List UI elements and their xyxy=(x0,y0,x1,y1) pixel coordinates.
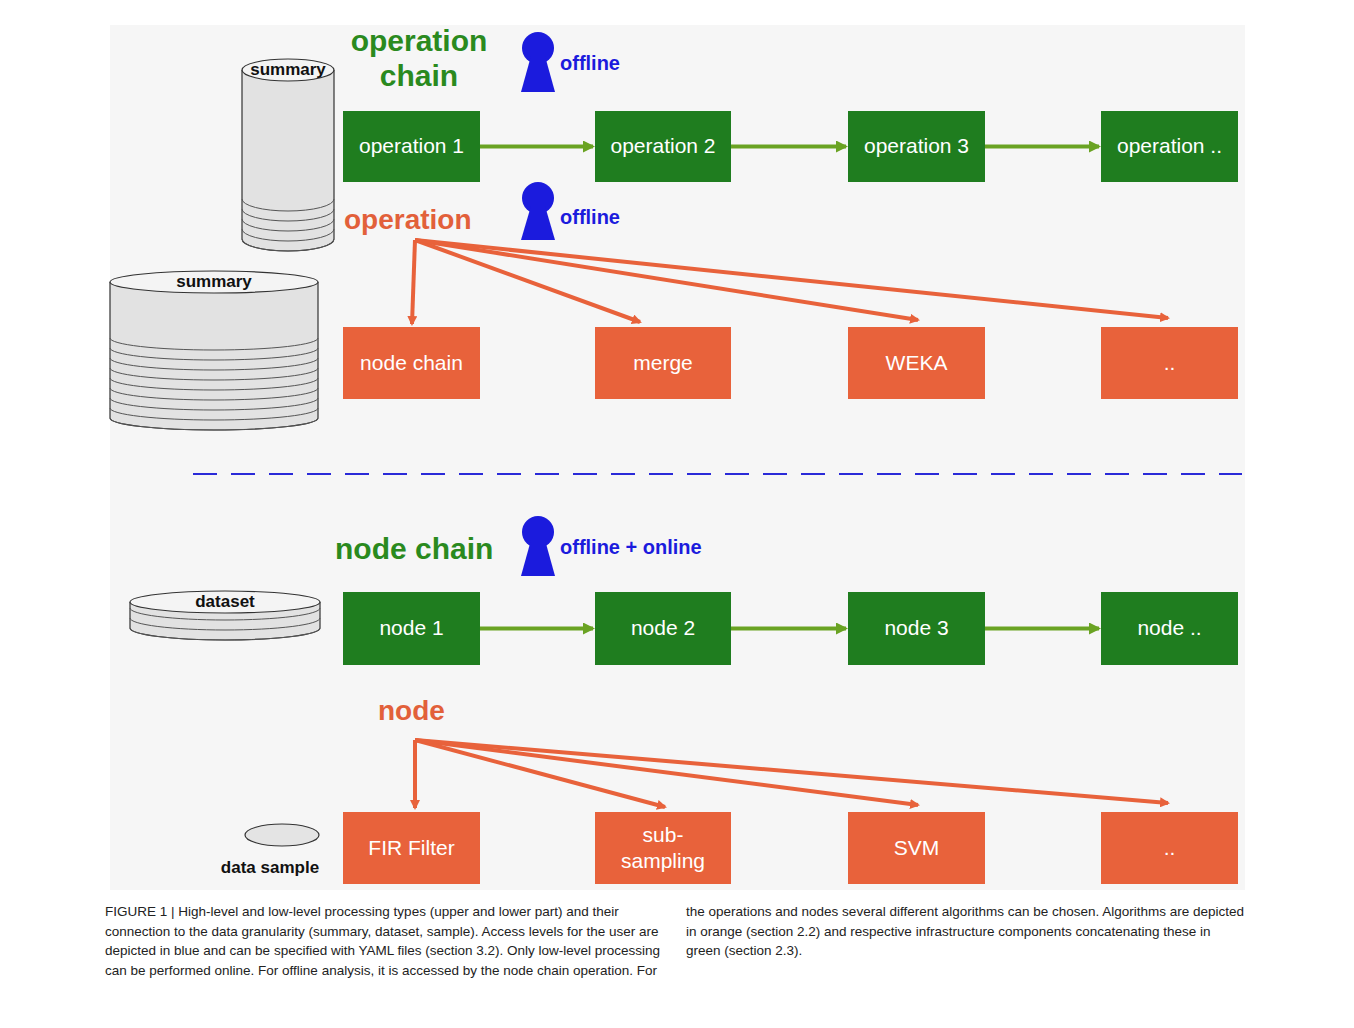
node-text: operation .. xyxy=(1117,133,1222,159)
chain-arrow xyxy=(985,145,1099,149)
node-text: data sample xyxy=(205,858,335,878)
node-text: node 2 xyxy=(631,615,695,641)
keyhole-icons xyxy=(521,32,555,576)
algorithm-box: node chain xyxy=(343,327,480,399)
section-heading: node xyxy=(378,695,445,727)
chain-arrow xyxy=(731,627,846,631)
access-level-label: offline xyxy=(560,206,620,229)
node-text: summary xyxy=(240,60,336,80)
algorithm-box: SVM xyxy=(848,812,985,884)
node-text: sub- sampling xyxy=(618,822,708,875)
algorithm-box: .. xyxy=(1101,327,1238,399)
access-level-label: offline xyxy=(560,52,620,75)
access-level-label: offline + online xyxy=(560,536,702,559)
chain-arrow xyxy=(985,627,1099,631)
divider-line xyxy=(193,473,1242,475)
node-text: node .. xyxy=(1137,615,1201,641)
section-heading: operation chain xyxy=(344,24,494,93)
component-box: operation 1 xyxy=(343,111,480,182)
component-box: node 3 xyxy=(848,592,985,665)
data-sample-icon: data sample xyxy=(205,822,335,880)
node-text: .. xyxy=(1164,350,1176,376)
node-text: operation 1 xyxy=(359,133,464,159)
node-text: node chain xyxy=(360,350,463,376)
algorithm-box: FIR Filter xyxy=(343,812,480,884)
node-text: dataset xyxy=(128,592,322,612)
algorithm-box: WEKA xyxy=(848,327,985,399)
section-heading: operation xyxy=(344,204,472,236)
algorithm-box: sub- sampling xyxy=(595,812,731,884)
node-text: summary xyxy=(108,272,320,292)
chain-arrow xyxy=(480,145,593,149)
node-text: operation 2 xyxy=(610,133,715,159)
chain-arrow xyxy=(731,145,846,149)
node-text: node 1 xyxy=(379,615,443,641)
algorithm-box: merge xyxy=(595,327,731,399)
data-cylinder: summary xyxy=(108,270,320,432)
figure-caption: FIGURE 1 | High-level and low-level proc… xyxy=(105,902,1245,980)
node-text: merge xyxy=(633,350,693,376)
node-text: FIR Filter xyxy=(368,835,454,861)
section-heading: node chain xyxy=(335,532,493,567)
algorithm-box: .. xyxy=(1101,812,1238,884)
node-text: .. xyxy=(1164,835,1176,861)
component-box: node 1 xyxy=(343,592,480,665)
node-text: operation 3 xyxy=(864,133,969,159)
fan-arrows xyxy=(412,240,1168,808)
component-box: operation 2 xyxy=(595,111,731,182)
node-text: WEKA xyxy=(886,350,948,376)
node-text: SVM xyxy=(894,835,940,861)
node-text: node 3 xyxy=(884,615,948,641)
data-cylinder: dataset xyxy=(128,590,322,642)
component-box: operation .. xyxy=(1101,111,1238,182)
data-cylinder: summary xyxy=(240,58,336,253)
chain-arrow xyxy=(480,627,593,631)
component-box: operation 3 xyxy=(848,111,985,182)
component-box: node 2 xyxy=(595,592,731,665)
component-box: node .. xyxy=(1101,592,1238,665)
